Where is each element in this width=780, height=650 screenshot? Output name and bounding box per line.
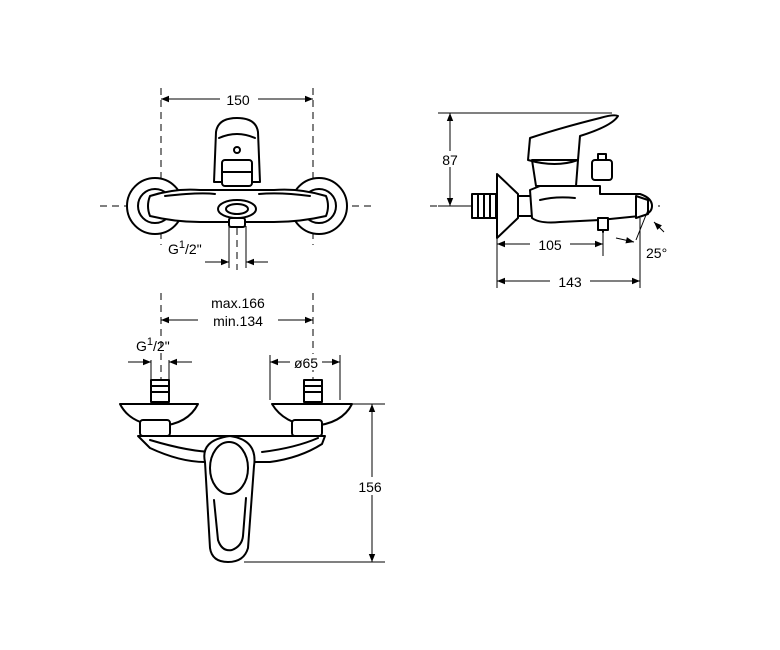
dim-143-label: 143 [558,274,582,290]
side-flange [496,173,519,239]
dim-dia65-label: ø65 [294,355,318,371]
dim-max166-label: max.166 [211,295,265,311]
dim-156-label: 156 [358,479,382,495]
front-view: 150 G1/2" [100,88,375,270]
dim-105-label: 105 [538,237,562,253]
dim-150-label: 150 [226,92,250,108]
side-view: 87 105 143 25° [430,112,667,290]
bottom-view: max.166 min.134 G1/2" ø65 [119,293,390,563]
front-thread-label: G1/2" [168,239,202,257]
dim-87-label: 87 [442,152,458,168]
dim-25deg-label: 25° [646,245,667,261]
side-lever [527,114,619,165]
side-diverter-knob [591,159,613,181]
front-aerator [217,199,257,219]
dim-min134-label: min.134 [213,313,263,329]
side-body [529,185,653,224]
bottom-thread-label: G1/2" [136,336,170,354]
